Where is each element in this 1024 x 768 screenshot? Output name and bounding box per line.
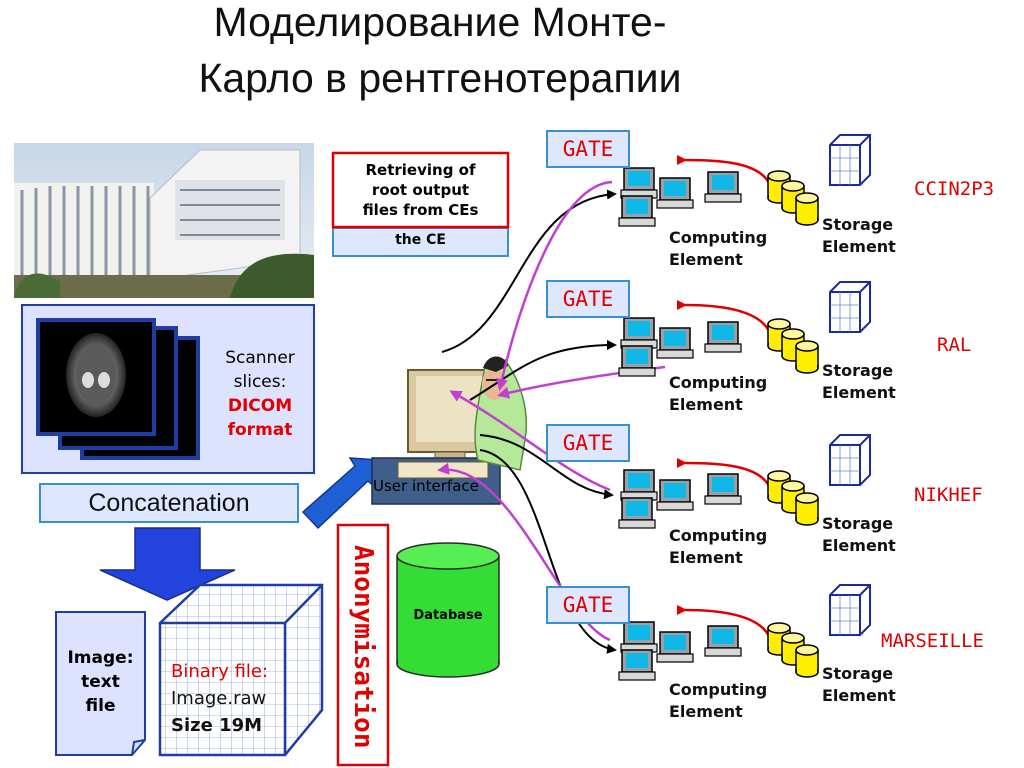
scanner-label: Scanner slices: DICOM format bbox=[205, 346, 315, 442]
storage-element-label-3: Storage Element bbox=[822, 513, 896, 557]
user-interface-label: User interface bbox=[373, 477, 479, 495]
text-file-line-3: file bbox=[85, 696, 116, 716]
computing-line-1: Computing bbox=[669, 680, 768, 699]
site-name-ccin2p3: CCIN2P3 bbox=[914, 178, 995, 200]
building-photo bbox=[14, 143, 314, 298]
concatenation-label: Concatenation bbox=[88, 489, 250, 517]
binary-file-line-2: Image.raw bbox=[171, 688, 267, 709]
retrieve-box bbox=[331, 151, 510, 257]
concatenation-box bbox=[39, 483, 299, 523]
gate-box-4: GATE bbox=[546, 586, 630, 624]
site-cluster-3 bbox=[618, 434, 871, 529]
retrieve-line-3: files from CEs bbox=[362, 201, 479, 219]
binary-file-cube bbox=[158, 583, 324, 757]
storage-line-1: Storage bbox=[822, 215, 894, 234]
title-line-1: Моделирование Монте- bbox=[213, 0, 667, 45]
binary-file-line-3: Size 19M bbox=[171, 715, 263, 736]
storage-element-label-2: Storage Element bbox=[822, 360, 896, 404]
text-file-label: Image: text file bbox=[56, 646, 145, 718]
computing-element-label-3: Computing Element bbox=[669, 525, 767, 569]
computing-line-2: Element bbox=[669, 548, 743, 567]
title-line-2: Карло в рентгенотерапии bbox=[198, 55, 682, 101]
storage-element-label-1: Storage Element bbox=[822, 214, 896, 258]
gate-box-2: GATE bbox=[546, 280, 630, 318]
gate-box-1: GATE bbox=[546, 130, 630, 168]
text-file-icon bbox=[55, 611, 146, 756]
storage-element-label-4: Storage Element bbox=[822, 663, 896, 707]
computing-line-2: Element bbox=[669, 395, 743, 414]
retrieve-text: Retrieving of root output files from CEs bbox=[333, 160, 508, 220]
site-name-marseille: MARSEILLE bbox=[881, 630, 984, 652]
scanner-line-1: Scanner bbox=[225, 348, 295, 368]
text-file-line-1: Image: bbox=[67, 648, 134, 668]
binary-file-label: Binary file: Image.raw Size 19M bbox=[171, 658, 291, 739]
scanner-line-2: slices: bbox=[233, 372, 287, 392]
page-title: Моделирование Монте- Карло в рентгенотер… bbox=[100, 0, 780, 106]
submit-arrows bbox=[441, 189, 617, 654]
computing-line-1: Computing bbox=[669, 228, 768, 247]
computing-line-2: Element bbox=[669, 702, 743, 721]
scanner-line-3: DICOM bbox=[227, 396, 293, 416]
storage-line-2: Element bbox=[822, 383, 896, 402]
retrieve-line-1: Retrieving of bbox=[365, 161, 476, 179]
site-name-nikhef: NIKHEF bbox=[914, 484, 983, 506]
scanner-line-4: format bbox=[227, 420, 293, 440]
computing-line-2: Element bbox=[669, 250, 743, 269]
anonymisation-label: Anonymisation bbox=[348, 545, 378, 749]
retrieve-line-2: root output bbox=[371, 181, 470, 199]
site-name-ral: RAL bbox=[937, 334, 972, 356]
site-cluster-1 bbox=[618, 134, 871, 227]
site-cluster-4 bbox=[618, 584, 871, 681]
retrieve-ce-label: the CE bbox=[395, 232, 446, 248]
text-file-line-2: text bbox=[81, 672, 120, 692]
computing-line-1: Computing bbox=[669, 373, 768, 392]
storage-line-1: Storage bbox=[822, 664, 894, 683]
computing-element-label-1: Computing Element bbox=[669, 227, 767, 271]
computing-line-1: Computing bbox=[669, 526, 768, 545]
binary-file-line-1: Binary file: bbox=[171, 661, 269, 682]
database-label: Database bbox=[413, 608, 483, 623]
storage-line-2: Element bbox=[822, 686, 896, 705]
gate-box-3: GATE bbox=[546, 424, 630, 462]
database-icon bbox=[396, 542, 500, 678]
scanner-panel bbox=[21, 304, 315, 474]
anonymisation-bar bbox=[336, 523, 390, 767]
storage-line-2: Element bbox=[822, 237, 896, 256]
storage-line-2: Element bbox=[822, 536, 896, 555]
computing-element-label-4: Computing Element bbox=[669, 679, 767, 723]
site-cluster-2 bbox=[618, 281, 871, 377]
storage-line-1: Storage bbox=[822, 514, 894, 533]
computing-element-label-2: Computing Element bbox=[669, 372, 767, 416]
storage-line-1: Storage bbox=[822, 361, 894, 380]
